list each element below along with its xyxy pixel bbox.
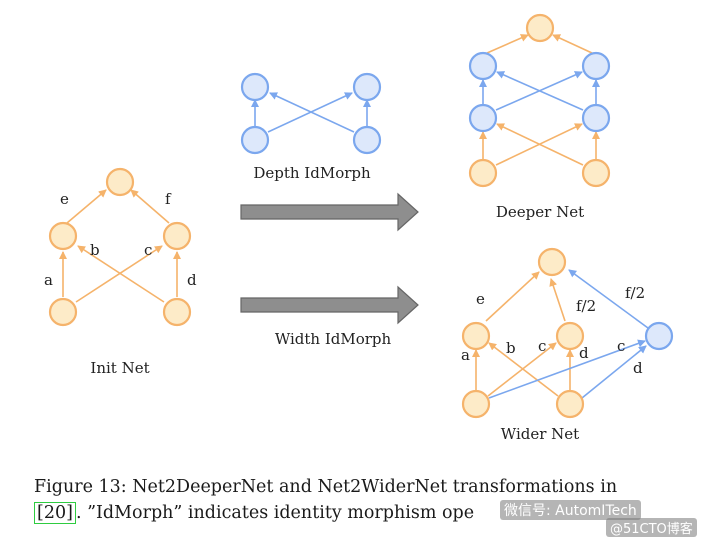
watermark-51cto: @51CTO博客 xyxy=(606,518,697,537)
init-edge-e: e xyxy=(60,190,69,208)
width-transform-arrow xyxy=(240,285,419,325)
wider-edge-d2: d xyxy=(633,359,643,377)
init-net: e f a b c d Init Net xyxy=(44,167,197,377)
init-net-title: Init Net xyxy=(90,359,149,377)
wider-edge-c2: c xyxy=(617,337,625,355)
init-node-bottom-right xyxy=(162,297,192,327)
figure-diagram: e f a b c d Init Net Depth IdMorph Width… xyxy=(44,13,674,443)
wider-edge-f2-blue: f/2 xyxy=(625,284,645,302)
width-idmorph-title: Width IdMorph xyxy=(275,330,392,348)
wider-net-title: Wider Net xyxy=(501,425,579,443)
citation-link[interactable]: [20] xyxy=(34,502,76,524)
depth-transform-arrow xyxy=(240,192,419,232)
deeper-net: Deeper Net xyxy=(468,13,611,221)
wider-edge-c: c xyxy=(538,337,546,355)
watermark-wechat: 微信号: AutomITech xyxy=(500,500,641,520)
figure-caption: Figure 13: Net2DeeperNet and Net2WiderNe… xyxy=(34,474,694,526)
wider-edge-f2-orange: f/2 xyxy=(576,297,596,315)
depth-idmorph: Depth IdMorph xyxy=(240,72,382,182)
wider-edge-a: a xyxy=(461,346,470,364)
wider-edge-e: e xyxy=(476,290,485,308)
init-edge-f: f xyxy=(165,190,172,208)
init-edge-a: a xyxy=(44,271,53,289)
caption-prefix: Figure 13: Net2DeeperNet and Net2WiderNe… xyxy=(34,477,618,497)
init-node-mid-left xyxy=(48,221,78,251)
wider-edge-d: d xyxy=(579,344,589,362)
init-edge-d: d xyxy=(187,271,197,289)
init-node-top xyxy=(105,167,135,197)
init-node-mid-right xyxy=(162,221,192,251)
init-edge-c: c xyxy=(144,241,152,259)
deeper-net-title: Deeper Net xyxy=(496,203,584,221)
init-node-bottom-left xyxy=(48,297,78,327)
wider-edge-b: b xyxy=(506,339,516,357)
init-edge-b: b xyxy=(90,241,100,259)
wider-net: e f/2 f/2 a b c d c d Wider Net xyxy=(461,247,674,443)
caption-rest: . ”IdMorph” indicates identity morphism … xyxy=(75,503,475,523)
depth-idmorph-title: Depth IdMorph xyxy=(253,164,371,182)
